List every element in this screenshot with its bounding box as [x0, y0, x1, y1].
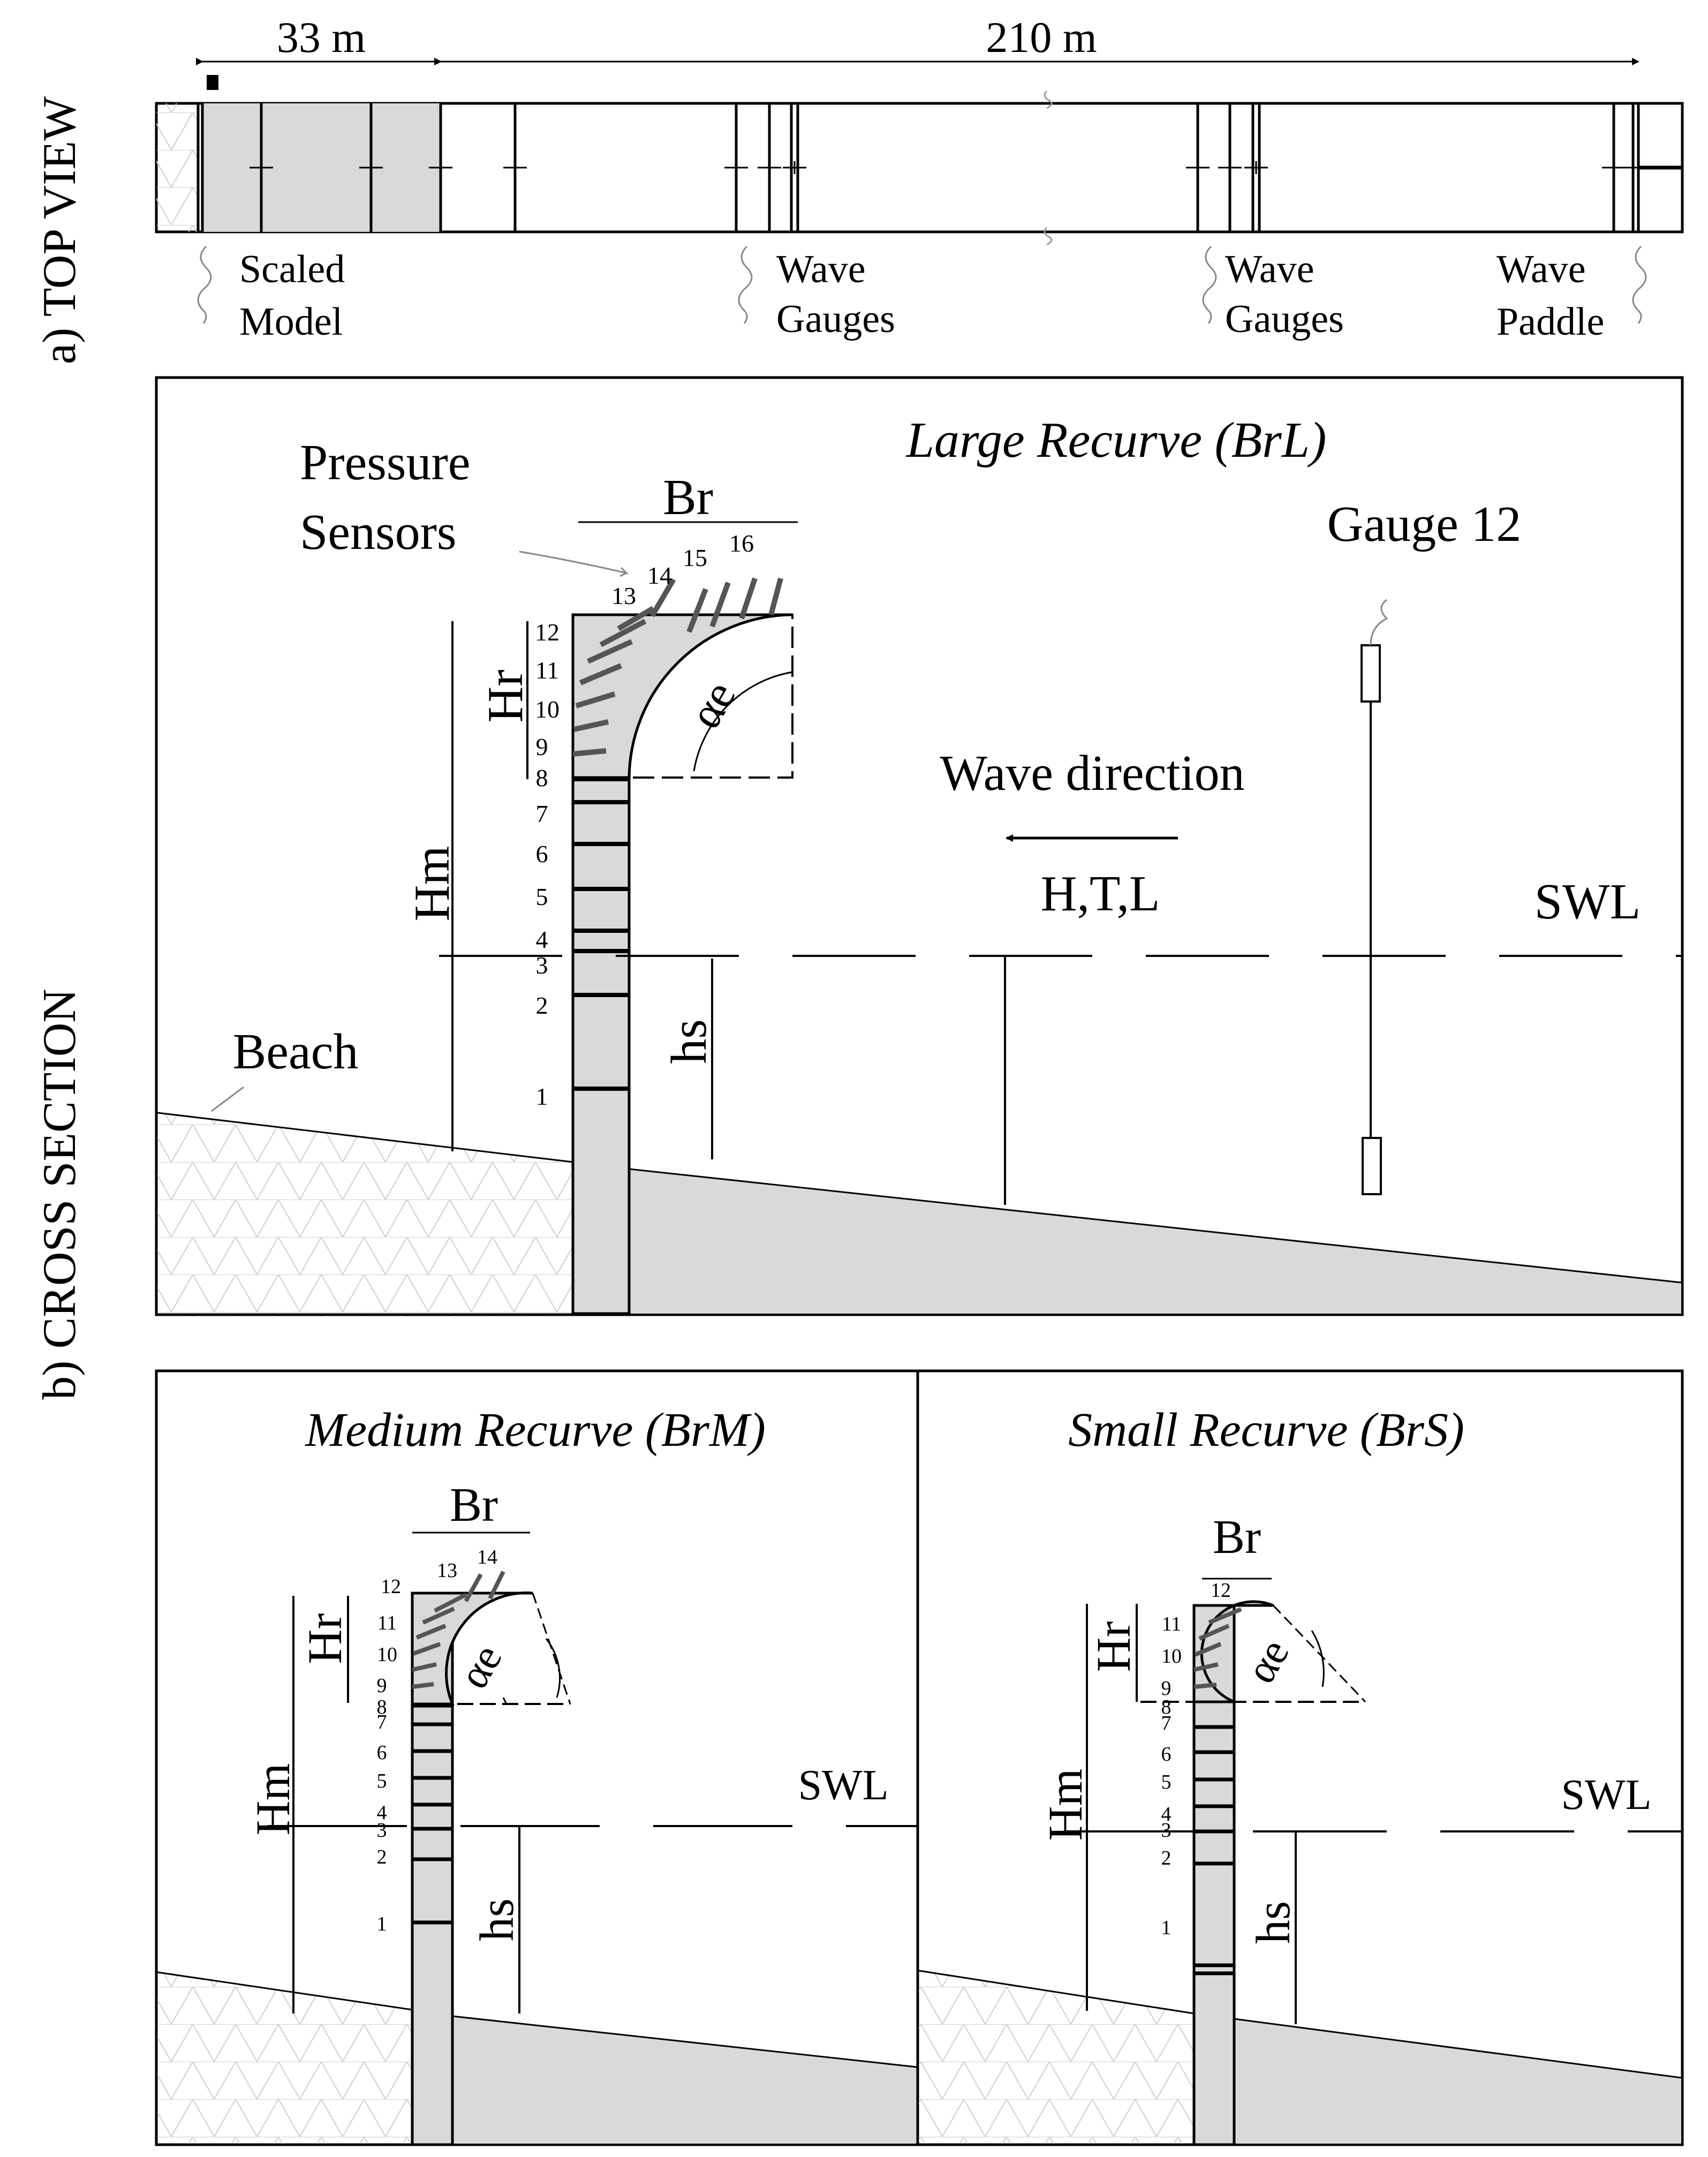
label-hm-large: Hm — [404, 846, 460, 922]
sensor-2: 2 — [1161, 1847, 1172, 1869]
sensor-13: 13 — [611, 582, 636, 609]
label-hs-medium: hs — [471, 1898, 524, 1941]
label-br-large: Br — [663, 470, 713, 525]
label-hs-large: hs — [661, 1019, 717, 1064]
label-hr-large: Hr — [478, 669, 533, 722]
sensor-1: 1 — [377, 1913, 387, 1935]
small-recurve-panel: 1 2 3 4 5 6 7 8 9 10 11 12 Small Recurve… — [916, 1369, 1684, 2146]
top-view-panel: 33 m 210 m Scaled Model Wave Gauges Wave… — [155, 13, 1684, 344]
large-wall-sensors — [573, 777, 629, 1091]
label-wave-gauges-a-2: Gauges — [776, 297, 895, 341]
sensor-8: 8 — [377, 1696, 387, 1718]
label-hr-small: Hr — [1087, 1621, 1140, 1672]
sensor-7: 7 — [377, 1711, 387, 1733]
label-wave-direction: Wave direction — [940, 745, 1244, 801]
sensor-9: 9 — [536, 733, 548, 760]
sensor-7: 7 — [536, 800, 548, 827]
label-hr-medium: Hr — [299, 1613, 352, 1664]
sensor-2: 2 — [377, 1846, 387, 1868]
title-large-recurve: Large Recurve (BrL) — [905, 412, 1327, 468]
label-hs-small: hs — [1247, 1901, 1300, 1944]
sensor-16: 16 — [729, 530, 754, 557]
sensor-1: 1 — [1161, 1917, 1172, 1939]
sensor-10: 10 — [535, 696, 560, 723]
label-br-medium: Br — [450, 1479, 498, 1532]
sensor-11: 11 — [535, 657, 559, 684]
sensor-8: 8 — [1161, 1696, 1172, 1718]
medium-recurve-panel: 1 2 3 4 5 6 7 8 9 10 11 12 13 14 Medium … — [155, 1369, 919, 2146]
label-wave-gauges-a-1: Wave — [776, 247, 866, 291]
sensor-13: 13 — [437, 1559, 457, 1582]
sensor-10: 10 — [1161, 1645, 1182, 1668]
label-br-small: Br — [1213, 1511, 1261, 1564]
sensor-7: 7 — [1161, 1712, 1172, 1734]
sensor-14: 14 — [647, 562, 672, 589]
label-scaled-model-1: Scaled — [239, 247, 345, 291]
title-medium-recurve: Medium Recurve (BrM) — [304, 1404, 766, 1457]
large-recurve-sensors — [572, 577, 783, 757]
sensor-9: 9 — [377, 1675, 387, 1697]
dim-flume-length: 210 m — [986, 13, 1097, 62]
sensor-1: 1 — [536, 1083, 548, 1110]
sensor-11: 11 — [1162, 1613, 1182, 1635]
label-wave-paddle-1: Wave — [1497, 247, 1586, 291]
sensor-8: 8 — [536, 764, 548, 791]
sensor-6: 6 — [536, 840, 548, 868]
sensor-10: 10 — [377, 1643, 397, 1666]
label-wave-gauges-b-2: Gauges — [1225, 297, 1344, 341]
sensor-5: 5 — [1161, 1771, 1172, 1793]
label-swl-small: SWL — [1561, 1771, 1652, 1819]
label-swl-large: SWL — [1535, 874, 1641, 930]
sensor-6: 6 — [377, 1741, 387, 1764]
sensor-3: 3 — [377, 1819, 387, 1842]
title-small-recurve: Small Recurve (BrS) — [1068, 1404, 1464, 1457]
sensor-4: 4 — [536, 926, 548, 953]
side-label-top-view: a) TOP VIEW — [34, 96, 86, 364]
label-gauge-12: Gauge 12 — [1327, 496, 1522, 552]
sensor-5: 5 — [377, 1770, 387, 1792]
sensor-14: 14 — [477, 1546, 497, 1568]
large-sensor-numbers: 1 2 3 4 5 6 7 8 9 10 11 12 13 14 15 16 — [535, 530, 754, 1110]
label-swl-medium: SWL — [798, 1762, 889, 1809]
label-hm-medium: Hm — [247, 1763, 300, 1836]
dim-model-length: 33 m — [277, 13, 366, 62]
label-beach: Beach — [233, 1024, 359, 1080]
sensor-2: 2 — [536, 992, 548, 1019]
sensor-9: 9 — [1161, 1677, 1172, 1700]
label-wave-gauges-b-1: Wave — [1225, 247, 1314, 291]
sensor-12: 12 — [381, 1575, 401, 1598]
sensor-11: 11 — [377, 1612, 397, 1634]
label-htl: H,T,L — [1041, 866, 1160, 922]
sensor-4: 4 — [377, 1801, 387, 1824]
sensor-12: 12 — [1211, 1579, 1231, 1602]
sensor-15: 15 — [683, 544, 707, 571]
sensor-4: 4 — [1161, 1803, 1172, 1826]
gauge-crosses — [250, 161, 1645, 174]
label-hm-small: Hm — [1039, 1769, 1092, 1841]
sensor-5: 5 — [536, 883, 548, 910]
label-wave-paddle-2: Paddle — [1497, 300, 1604, 344]
sensor-12: 12 — [535, 619, 560, 646]
label-scaled-model-2: Model — [239, 300, 343, 344]
label-pressure-sensors-2: Sensors — [300, 504, 456, 560]
label-pressure-sensors-1: Pressure — [300, 435, 471, 491]
large-recurve-panel: 1 2 3 4 5 6 7 8 9 10 11 12 13 14 15 16 — [155, 376, 1684, 1316]
side-label-cross-section: b) CROSS SECTION — [34, 989, 86, 1400]
sensor-3: 3 — [536, 952, 548, 979]
sensor-6: 6 — [1161, 1743, 1172, 1766]
